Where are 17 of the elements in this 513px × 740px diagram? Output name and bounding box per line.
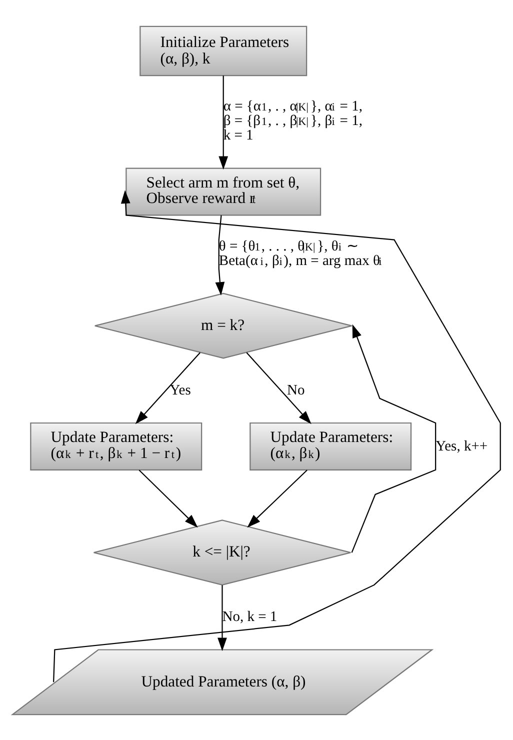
node-box: Update Parameters: (αk, βk) — [250, 422, 412, 470]
edge-label: Yes — [170, 382, 191, 398]
arrow — [246, 352, 312, 424]
arrow — [53, 190, 501, 682]
arrow — [135, 352, 200, 424]
arrow — [247, 469, 308, 528]
edge-label: Yes, k++ — [436, 438, 488, 454]
arrow — [138, 469, 198, 528]
arrow — [215, 214, 225, 296]
node-box: Initialize Parameters (α, β), k — [140, 25, 308, 76]
node-box: Update Parameters: (αk + rt, βk + 1 − rt) — [30, 422, 202, 470]
node-diamond: k <= |K|? — [93, 519, 352, 586]
arrow — [218, 584, 227, 651]
node-diamond: m = k? — [94, 292, 352, 358]
arrow — [351, 324, 436, 552]
edge-label: No — [287, 382, 305, 398]
arrow — [218, 75, 228, 170]
